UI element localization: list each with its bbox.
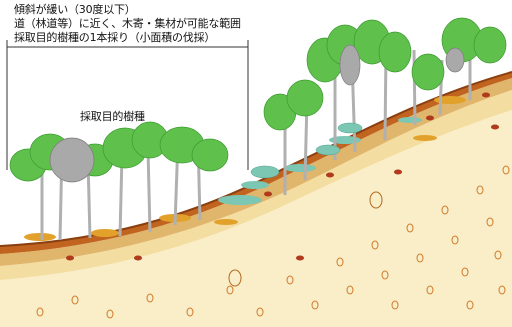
understory-trees (250, 122, 363, 179)
topsoil-layer (0, 72, 512, 254)
soil-pebbles (36, 165, 510, 319)
soil-stones (66, 92, 499, 261)
harvest-method-label: 採取目的樹種の1本採り（小面積の伐採） (14, 31, 216, 44)
target-species-trees (49, 44, 465, 183)
target-species-label: 採取目的樹種 (80, 110, 145, 123)
access-range-label: 道（林道等）に近く、木寄・集材が可能な範囲 (14, 17, 241, 30)
middle-soil-layer (0, 78, 512, 266)
deep-soil-layer (0, 110, 512, 327)
understory-shrubs (24, 96, 466, 241)
harvest-range-bracket (6, 40, 249, 170)
lower-soil-layer (0, 90, 512, 280)
slope-label: 傾斜が緩い（30度以下） (14, 3, 136, 16)
tree-canopies (9, 17, 507, 182)
